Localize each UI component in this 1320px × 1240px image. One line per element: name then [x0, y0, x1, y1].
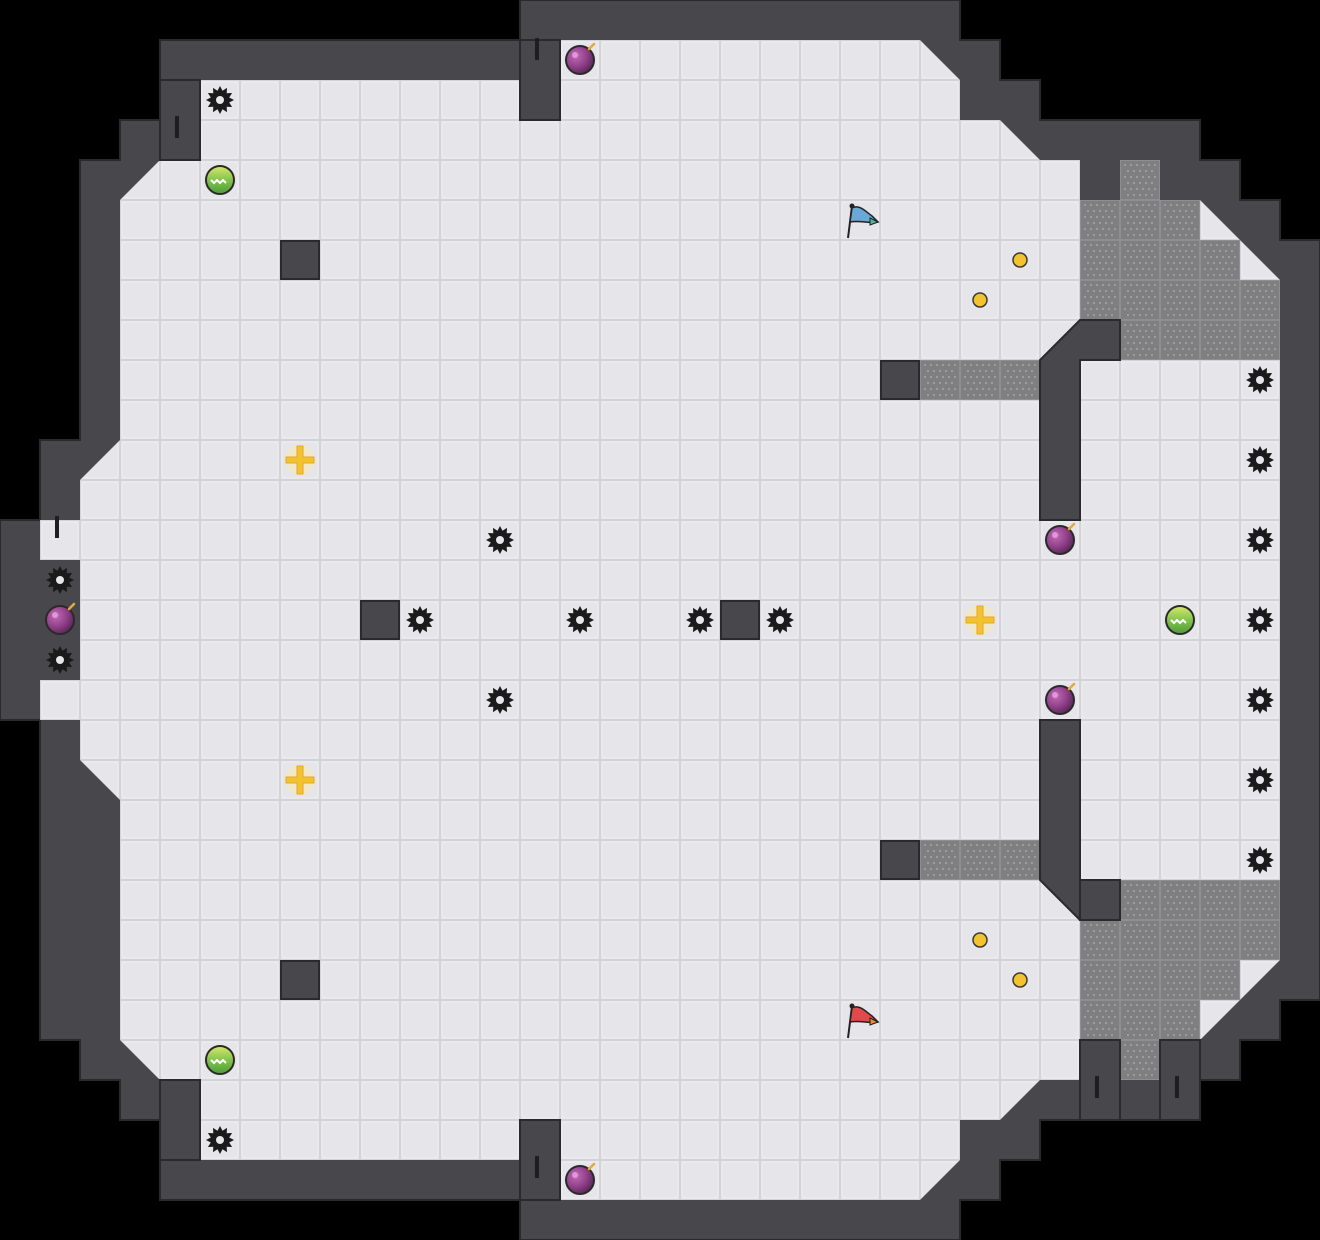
wall-blocks — [280, 240, 920, 1000]
spike-icon — [1246, 446, 1274, 474]
small-dot — [972, 292, 988, 308]
bomb-icon — [565, 42, 596, 75]
wall-block — [280, 960, 320, 1000]
spike-icon — [766, 606, 794, 634]
spike-icon — [406, 606, 434, 634]
speed-tiles — [920, 160, 1280, 1080]
spike-icon — [566, 606, 594, 634]
spike-icon — [46, 646, 74, 674]
spike-icon — [1246, 766, 1274, 794]
spike-icon — [686, 606, 714, 634]
spike-icon — [206, 86, 234, 114]
inner-walls — [159, 39, 1201, 1201]
flags — [847, 203, 880, 1039]
bomb-icon — [565, 1162, 596, 1195]
wall-block — [880, 360, 920, 400]
spike-icon — [486, 686, 514, 714]
boosts — [285, 445, 995, 795]
small-dot — [1012, 252, 1028, 268]
powerup-icon — [205, 165, 235, 195]
spike-icon — [46, 566, 74, 594]
blue-flag-icon — [847, 203, 880, 239]
spike-icon — [1246, 846, 1274, 874]
bombs — [45, 42, 1076, 1195]
spike-icon — [1246, 686, 1274, 714]
powerups — [205, 165, 1195, 1075]
wall-block — [280, 240, 320, 280]
bomb-icon — [1045, 522, 1076, 555]
wall-block — [880, 840, 920, 880]
boost-icon — [965, 605, 995, 635]
spike-icon — [1246, 526, 1274, 554]
small-dots — [972, 252, 1028, 988]
boost-icon — [285, 765, 315, 795]
spike-icon — [206, 1126, 234, 1154]
bomb-icon — [45, 602, 76, 635]
wall-block — [720, 600, 760, 640]
powerup-icon — [1165, 605, 1195, 635]
spike-icon — [486, 526, 514, 554]
wall-notches — [55, 38, 1179, 1178]
small-dot — [1012, 972, 1028, 988]
floor — [40, 40, 1280, 1200]
boost-icon — [285, 445, 315, 475]
powerup-icon — [205, 1045, 235, 1075]
bomb-icon — [1045, 682, 1076, 715]
spike-icon — [1246, 606, 1274, 634]
spike-icon — [1246, 366, 1274, 394]
small-dot — [972, 932, 988, 948]
wall-block — [360, 600, 400, 640]
red-flag-icon — [847, 1003, 880, 1039]
spikes — [46, 86, 1274, 1154]
